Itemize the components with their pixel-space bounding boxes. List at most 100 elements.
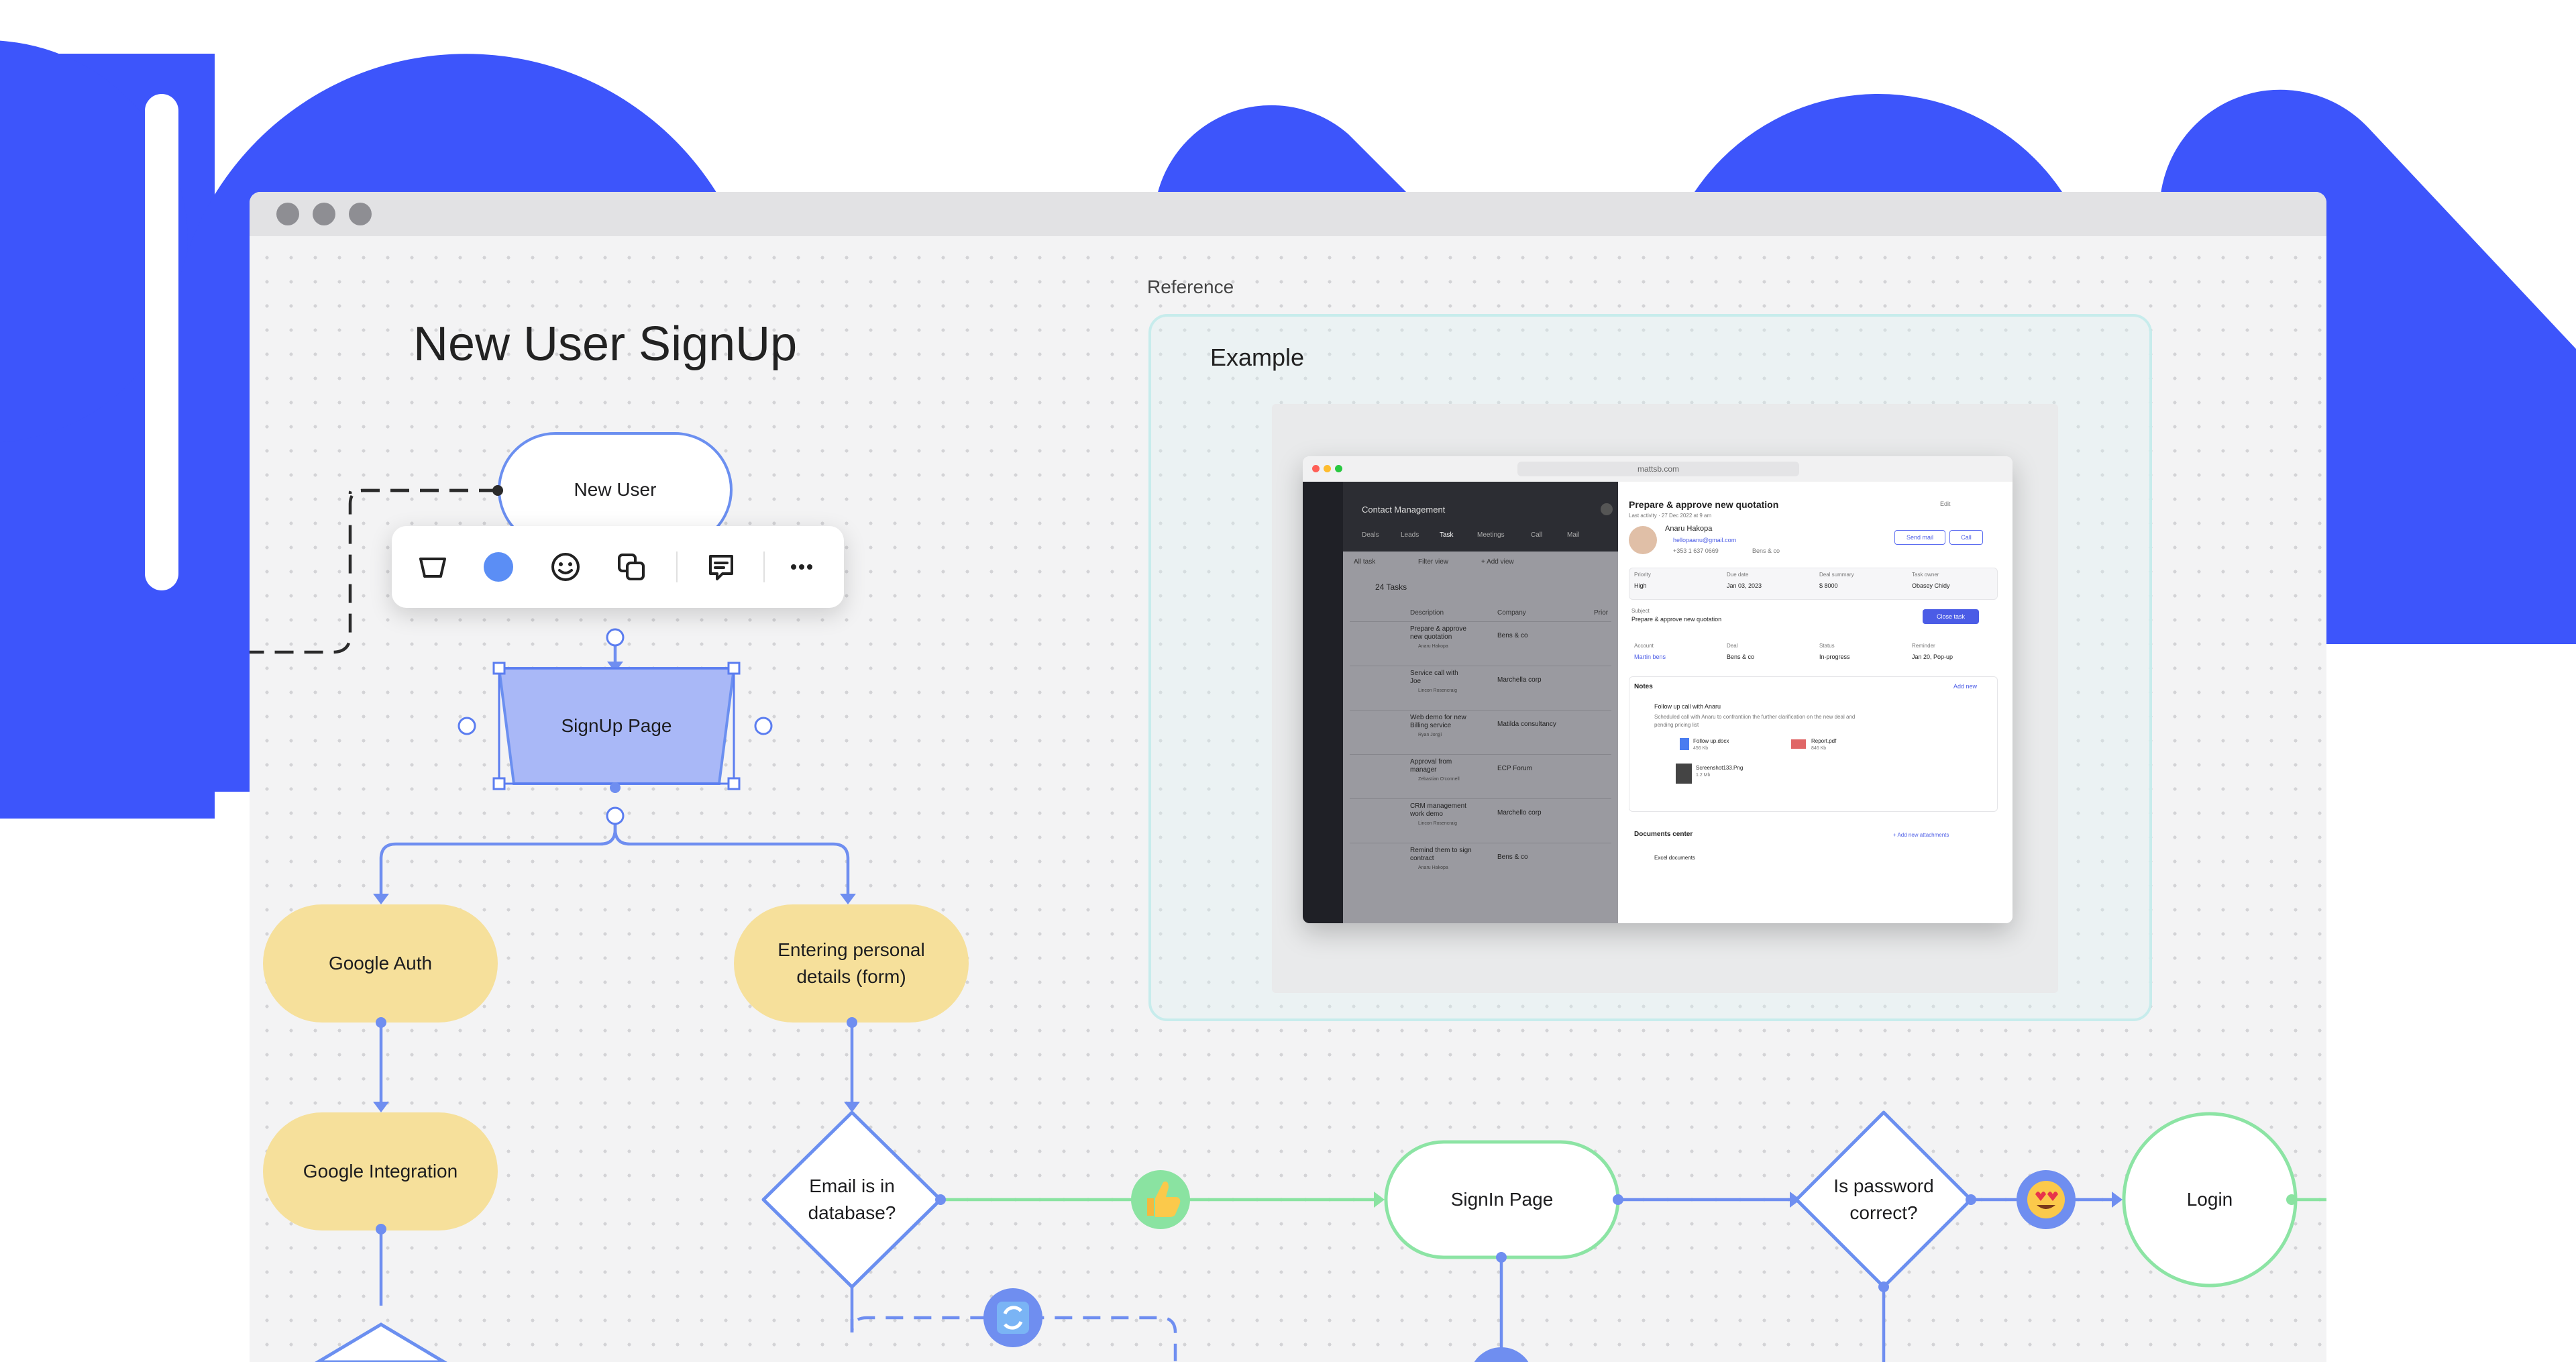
node-google-auth-label[interactable]: Google Auth (328, 953, 433, 974)
mock-send-mail-button: Send mail (1894, 530, 1945, 545)
comment-icon[interactable] (699, 545, 743, 589)
mock-row-description: Joe (1410, 678, 1421, 685)
port-dot (1966, 1194, 1976, 1205)
mock-add-attachments: + Add new attachments (1893, 832, 1949, 838)
mock-field-value: $ 8000 (1819, 582, 1838, 589)
mock-close-task-button: Close task (1923, 609, 1979, 624)
node-signup-page-label[interactable]: SignUp Page (561, 715, 672, 736)
port-dot-dashed (492, 485, 503, 496)
port-dot (610, 782, 621, 793)
mock-row-owner: Zebastian O'connell (1418, 777, 1460, 782)
emoji-icon[interactable] (543, 545, 588, 589)
duplicate-icon[interactable] (609, 545, 653, 589)
port-dot (1878, 1281, 1889, 1292)
mock-row-owner: Anaru Hakopa (1418, 866, 1448, 870)
mock-row-company: ECP Forum (1497, 765, 1533, 772)
mock-row-description: Approval from (1410, 758, 1452, 766)
node-signin-page-label[interactable]: SignIn Page (1450, 1189, 1554, 1210)
port-dot-green (2286, 1194, 2297, 1205)
arrowhead (840, 894, 856, 904)
mock-subject-label: Subject (1631, 608, 1650, 614)
mock-row-owner: Lincon Rosencraig (1418, 688, 1457, 693)
mock-row-company: Matilda consultancy (1497, 721, 1556, 728)
thumbs-up-emoji (1131, 1170, 1190, 1229)
flow-diagram (250, 432, 2326, 1362)
mock-avatar (1629, 526, 1657, 554)
mock-file-size: 456 Kb (1693, 746, 1709, 751)
mock-tab: Task (1440, 531, 1454, 539)
mock-col-description: Description (1410, 609, 1444, 617)
mock-close-icon (1601, 503, 1613, 515)
mock-row-divider (1350, 798, 1611, 799)
mock-field-value: Martin bens (1634, 653, 1666, 660)
port-dot (376, 1017, 386, 1028)
mock-field-value: High (1634, 582, 1647, 589)
brand-shape-cutout (145, 94, 178, 590)
resize-handle (492, 662, 506, 675)
color-swatch[interactable] (476, 545, 521, 589)
mock-row-description: manager (1410, 766, 1437, 774)
mock-tab: Call (1531, 531, 1543, 539)
mock-edit-button: Edit (1940, 501, 1951, 507)
mock-field-label: Account (1634, 643, 1654, 649)
mock-row-description: Service call with (1410, 670, 1458, 677)
dashed-connector-new-user (250, 488, 498, 654)
more-icon[interactable] (780, 545, 824, 589)
node-personal-details-line: Entering personal (777, 939, 925, 960)
mock-fields-card (1629, 568, 1998, 600)
mock-subject-value: Prepare & approve new quotation (1631, 616, 1722, 623)
connection-handle (606, 806, 625, 825)
close-dot[interactable] (276, 203, 299, 225)
connector-signup-details (613, 816, 850, 896)
refresh-emoji (983, 1288, 1042, 1347)
resize-handle (727, 777, 741, 790)
mock-tab: Mail (1567, 531, 1580, 539)
node-email-check-line: database? (808, 1202, 896, 1223)
mock-task-count: 24 Tasks (1375, 582, 1407, 592)
arrowhead (373, 1102, 389, 1112)
page-title: New User SignUp (413, 317, 798, 371)
minimize-dot[interactable] (313, 203, 335, 225)
node-email-check-label[interactable]: Email is in database? (763, 1112, 941, 1287)
mock-row-divider (1350, 710, 1611, 711)
mock-detail-title: Prepare & approve new quotation (1629, 499, 1779, 510)
mock-documents-title: Documents center (1634, 831, 1693, 838)
mock-pdf-icon (1791, 739, 1806, 749)
mock-file-name: Follow up.docx (1693, 738, 1729, 744)
mock-field-label: Deal (1727, 643, 1738, 649)
toolbar-divider (763, 552, 765, 582)
node-google-integration-label[interactable]: Google Integration (303, 1161, 458, 1182)
mock-field-label: Task owner (1912, 572, 1939, 578)
mock-row-description: Prepare & approve (1410, 625, 1466, 633)
node-login-label[interactable]: Login (2186, 1189, 2233, 1210)
mock-contact-company: Bens & co (1752, 547, 1780, 554)
connection-handle (754, 717, 773, 735)
shape-icon[interactable] (411, 545, 455, 589)
node-google-auth (263, 904, 498, 1023)
mock-contact-phone: +353 1 637 0669 (1673, 547, 1719, 554)
mock-image-icon (1676, 764, 1692, 784)
mock-col-priority: Prior (1594, 609, 1609, 617)
mock-field-label: Status (1819, 643, 1835, 649)
arrowhead-green (1374, 1192, 1385, 1208)
mock-row-description: Billing service (1410, 722, 1452, 729)
node-password-check-label[interactable]: Is password correct? (1796, 1112, 1971, 1287)
node-partial-circle (1474, 1347, 1529, 1362)
node-personal-details-label[interactable]: Entering personal details (form) (734, 904, 969, 1023)
mock-browser-bar: mattsb.com (1303, 456, 2012, 482)
maximize-dot[interactable] (349, 203, 372, 225)
mock-field-value: In-progress (1819, 653, 1850, 660)
mock-row-company: Marchello corp (1497, 809, 1542, 817)
node-new-user-label[interactable]: New User (574, 479, 657, 500)
port-dot (376, 1224, 386, 1235)
mock-row-description: CRM management (1410, 802, 1466, 810)
mock-detail-panel: Prepare & approve new quotation Last act… (1618, 482, 2012, 923)
node-partial-diamond (315, 1322, 447, 1362)
node-password-check-line: Is password (1833, 1175, 1934, 1196)
arrowhead (373, 894, 389, 904)
mock-row-company: Bens & co (1497, 632, 1528, 639)
mock-note-body: Scheduled call with Anaru to confrantiio… (1654, 714, 1856, 720)
node-personal-details (734, 904, 969, 1023)
dashed-connector-left (348, 488, 498, 494)
mock-filter: Filter view (1418, 558, 1449, 566)
